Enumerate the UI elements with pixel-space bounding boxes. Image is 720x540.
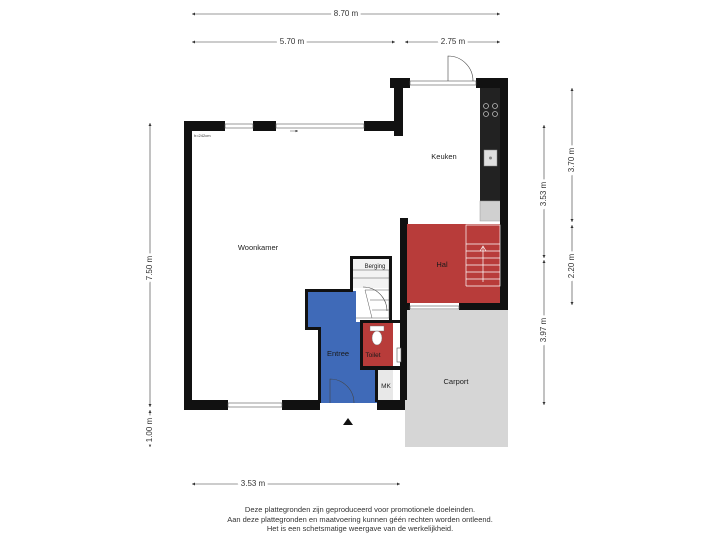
stairs-icon <box>465 224 501 287</box>
entrance-arrow-icon <box>343 418 353 425</box>
dimension-lines <box>148 12 574 486</box>
room-label-berging: Berging <box>365 264 386 270</box>
dim-right-outer-top: 3.70 m <box>567 147 576 172</box>
dim-top-right: 2.75 m <box>441 37 466 46</box>
doors <box>329 55 474 404</box>
dim-right-inner-bottom: 3.97 m <box>539 317 548 342</box>
dim-right-inner-top: 3.53 m <box>539 181 548 206</box>
entree-area <box>307 291 377 403</box>
room-label-mk: MK <box>381 383 391 390</box>
disclaimer: Deze plattegronden zijn geproduceerd voo… <box>0 505 720 534</box>
dim-top-left: 5.70 m <box>280 37 305 46</box>
stairs-under-icon <box>353 269 390 319</box>
carport-area <box>405 310 508 447</box>
room-label-keuken: Keuken <box>431 152 456 161</box>
room-label-woonkamer: Woonkamer <box>238 243 279 252</box>
sink-icon <box>483 149 498 167</box>
disclaimer-line-1: Deze plattegronden zijn geproduceerd voo… <box>244 505 476 514</box>
walls <box>184 78 508 410</box>
dim-right-outer-bottom: 2.20 m <box>567 253 576 278</box>
dim-bottom-left: 3.53 m <box>241 479 266 488</box>
room-label-toilet: Toilet <box>365 352 380 359</box>
fridge <box>479 200 502 222</box>
height-note: h=242cm <box>194 133 211 138</box>
berging-area <box>352 258 389 288</box>
dim-top-total: 8.70 m <box>334 9 359 18</box>
room-label-entree: Entree <box>327 349 349 358</box>
dim-left-bottom: 1.00 m <box>145 417 154 442</box>
hal-area <box>405 224 503 303</box>
disclaimer-line-3: Het is een schetsmatige weergave van de … <box>266 524 454 533</box>
dim-left-main: 7.50 m <box>145 255 154 280</box>
mk-area <box>377 370 393 400</box>
toilet-icon <box>369 325 385 346</box>
stove-icon <box>483 103 498 117</box>
disclaimer-line-2: Aan deze plattegronden en maatvoering ku… <box>227 514 493 524</box>
room-label-carport: Carport <box>443 377 469 386</box>
floorplan-drawing: Woonkamer Keuken Hal Berging Entree Toil… <box>145 9 576 488</box>
kitchen-counter <box>480 87 501 201</box>
room-label-hal: Hal <box>436 260 448 269</box>
windows <box>224 80 477 408</box>
